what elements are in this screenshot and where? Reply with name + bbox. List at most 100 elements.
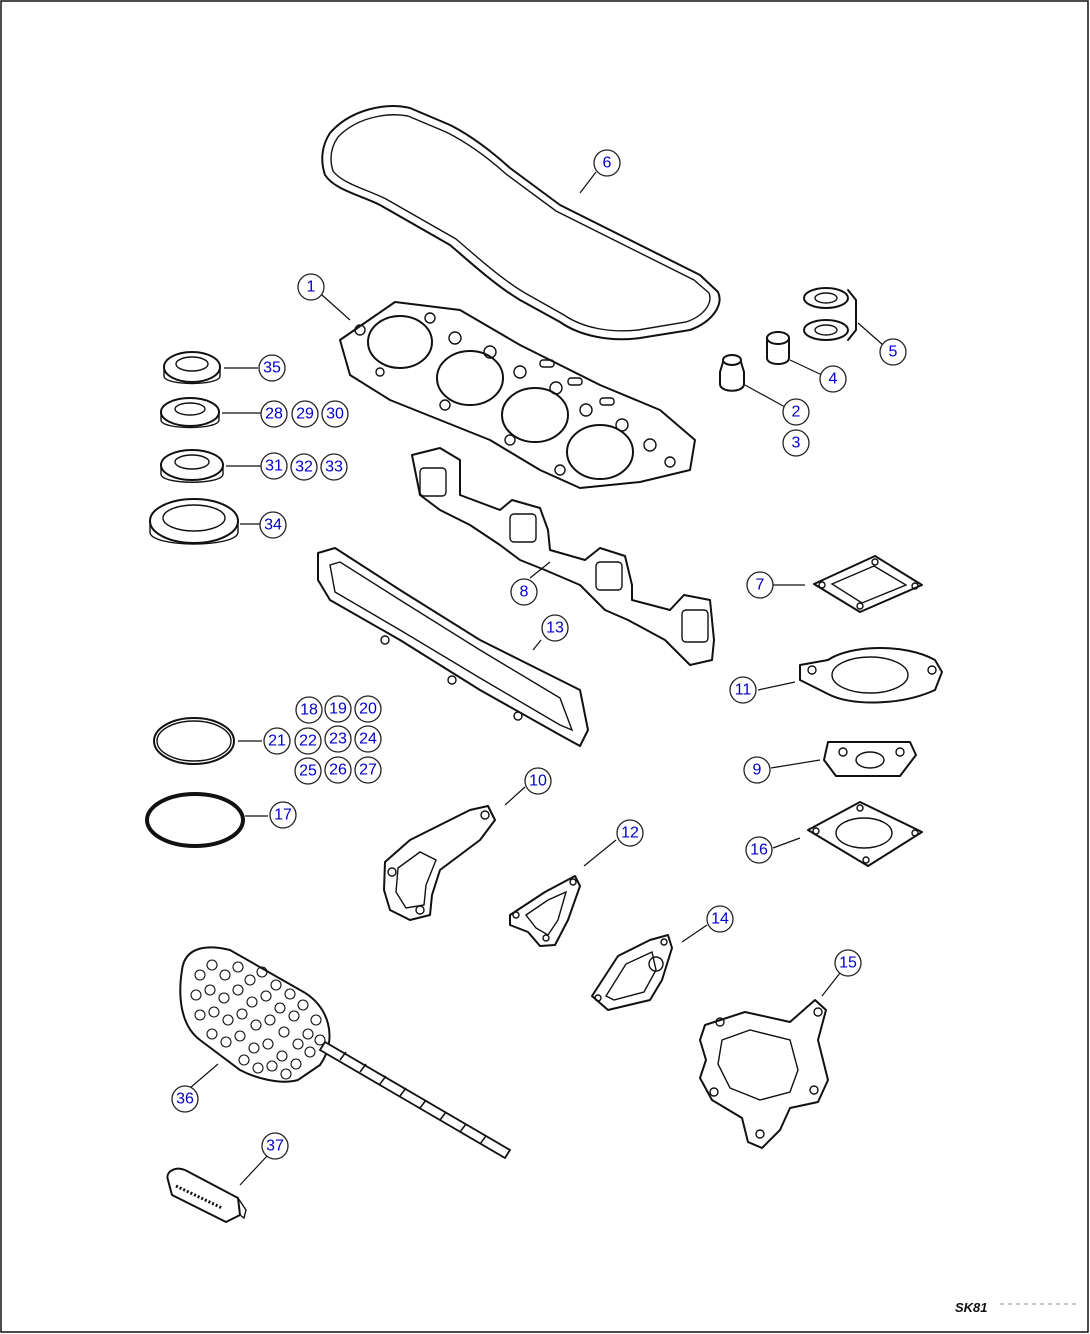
callout-label: 3	[792, 435, 801, 452]
callout-10: 10	[524, 767, 552, 795]
ring-31-33	[160, 449, 224, 483]
callout-13: 13	[541, 614, 569, 642]
callout-33: 33	[320, 453, 348, 481]
callout-7: 7	[746, 571, 774, 599]
callout-32: 32	[290, 453, 318, 481]
callout-19: 19	[324, 695, 352, 723]
callout-34: 34	[259, 511, 287, 539]
callout-label: 14	[711, 911, 729, 928]
callout-label: 24	[359, 731, 377, 748]
valve-stem-seal	[719, 354, 745, 392]
callout-label: 10	[529, 773, 547, 790]
callout-6: 6	[593, 149, 621, 177]
seal-part-5	[803, 287, 857, 341]
callout-label: 26	[329, 762, 347, 779]
callout-15: 15	[834, 949, 862, 977]
callout-label: 9	[753, 762, 762, 779]
gasket-12	[509, 875, 581, 947]
callout-26: 26	[324, 756, 352, 784]
callout-label: 18	[300, 702, 318, 719]
callout-label: 28	[265, 406, 283, 423]
callout-30: 30	[321, 400, 349, 428]
cylinder-head-gasket	[339, 301, 696, 489]
ring-35	[163, 351, 221, 385]
callout-label: 32	[295, 459, 313, 476]
callout-22: 22	[294, 727, 322, 755]
callout-label: 35	[263, 360, 281, 377]
rocker-cover-gasket	[321, 105, 721, 341]
manifold-gasket-13	[317, 547, 589, 747]
callout-label: 23	[329, 731, 347, 748]
callout-14: 14	[706, 905, 734, 933]
gasket-7	[813, 555, 923, 613]
callout-label: 11	[735, 682, 752, 699]
callout-label: 30	[326, 406, 344, 423]
callout-4: 4	[819, 365, 847, 393]
callout-label: 29	[296, 406, 314, 423]
callout-9: 9	[743, 756, 771, 784]
gasket-9	[823, 741, 917, 777]
callout-label: 17	[274, 807, 292, 824]
callout-37: 37	[261, 1132, 289, 1160]
callout-36: 36	[171, 1085, 199, 1113]
callout-25: 25	[294, 757, 322, 785]
gasket-14	[591, 934, 673, 1011]
callout-24: 24	[354, 725, 382, 753]
callout-12: 12	[616, 819, 644, 847]
gasket-16	[807, 801, 923, 867]
cap-part-4	[766, 331, 790, 365]
ring-28-30	[160, 397, 220, 429]
callout-label: 4	[829, 371, 838, 388]
callout-28: 28	[260, 400, 288, 428]
callout-23: 23	[324, 725, 352, 753]
callout-8: 8	[510, 578, 538, 606]
sealant-tube-37	[166, 1167, 247, 1223]
callout-label: 37	[266, 1138, 284, 1155]
callout-label: 5	[889, 344, 898, 361]
callout-label: 21	[268, 733, 286, 750]
callout-3: 3	[782, 429, 810, 457]
callout-label: 33	[325, 459, 343, 476]
gasket-11	[799, 647, 943, 704]
manifold-gasket-8	[411, 447, 715, 666]
callout-label: 2	[792, 404, 801, 421]
callout-label: 6	[603, 155, 612, 172]
honing-brush-36	[179, 946, 512, 1160]
callout-label: 27	[359, 762, 377, 779]
gasket-15	[699, 999, 829, 1149]
leader-lines	[189, 171, 884, 1186]
callout-1: 1	[297, 273, 325, 301]
callout-29: 29	[291, 400, 319, 428]
callout-2: 2	[782, 398, 810, 426]
callout-label: 36	[176, 1091, 194, 1108]
callout-label: 7	[756, 577, 765, 594]
callout-31: 31	[260, 452, 288, 480]
reference-code: SK81	[955, 1300, 988, 1315]
o-ring-17	[145, 792, 245, 848]
callout-label: 16	[750, 842, 768, 859]
callout-label: 13	[546, 620, 564, 637]
callout-label: 19	[329, 701, 347, 718]
callout-label: 15	[839, 955, 857, 972]
gasket-10	[383, 805, 496, 921]
callout-5: 5	[879, 338, 907, 366]
callout-21: 21	[263, 727, 291, 755]
callout-label: 12	[621, 825, 639, 842]
callout-20: 20	[354, 695, 382, 723]
callout-label: 31	[265, 458, 283, 475]
callout-label: 20	[359, 701, 377, 718]
callout-35: 35	[258, 354, 286, 382]
callout-label: 25	[299, 763, 317, 780]
ring-34	[149, 498, 239, 545]
callout-18: 18	[295, 696, 323, 724]
callout-27: 27	[354, 756, 382, 784]
callout-label: 1	[307, 279, 316, 296]
callout-17: 17	[269, 801, 297, 829]
callout-label: 8	[520, 584, 529, 601]
callout-11: 11	[729, 676, 757, 704]
o-ring-21	[153, 717, 235, 765]
callout-label: 22	[299, 733, 317, 750]
